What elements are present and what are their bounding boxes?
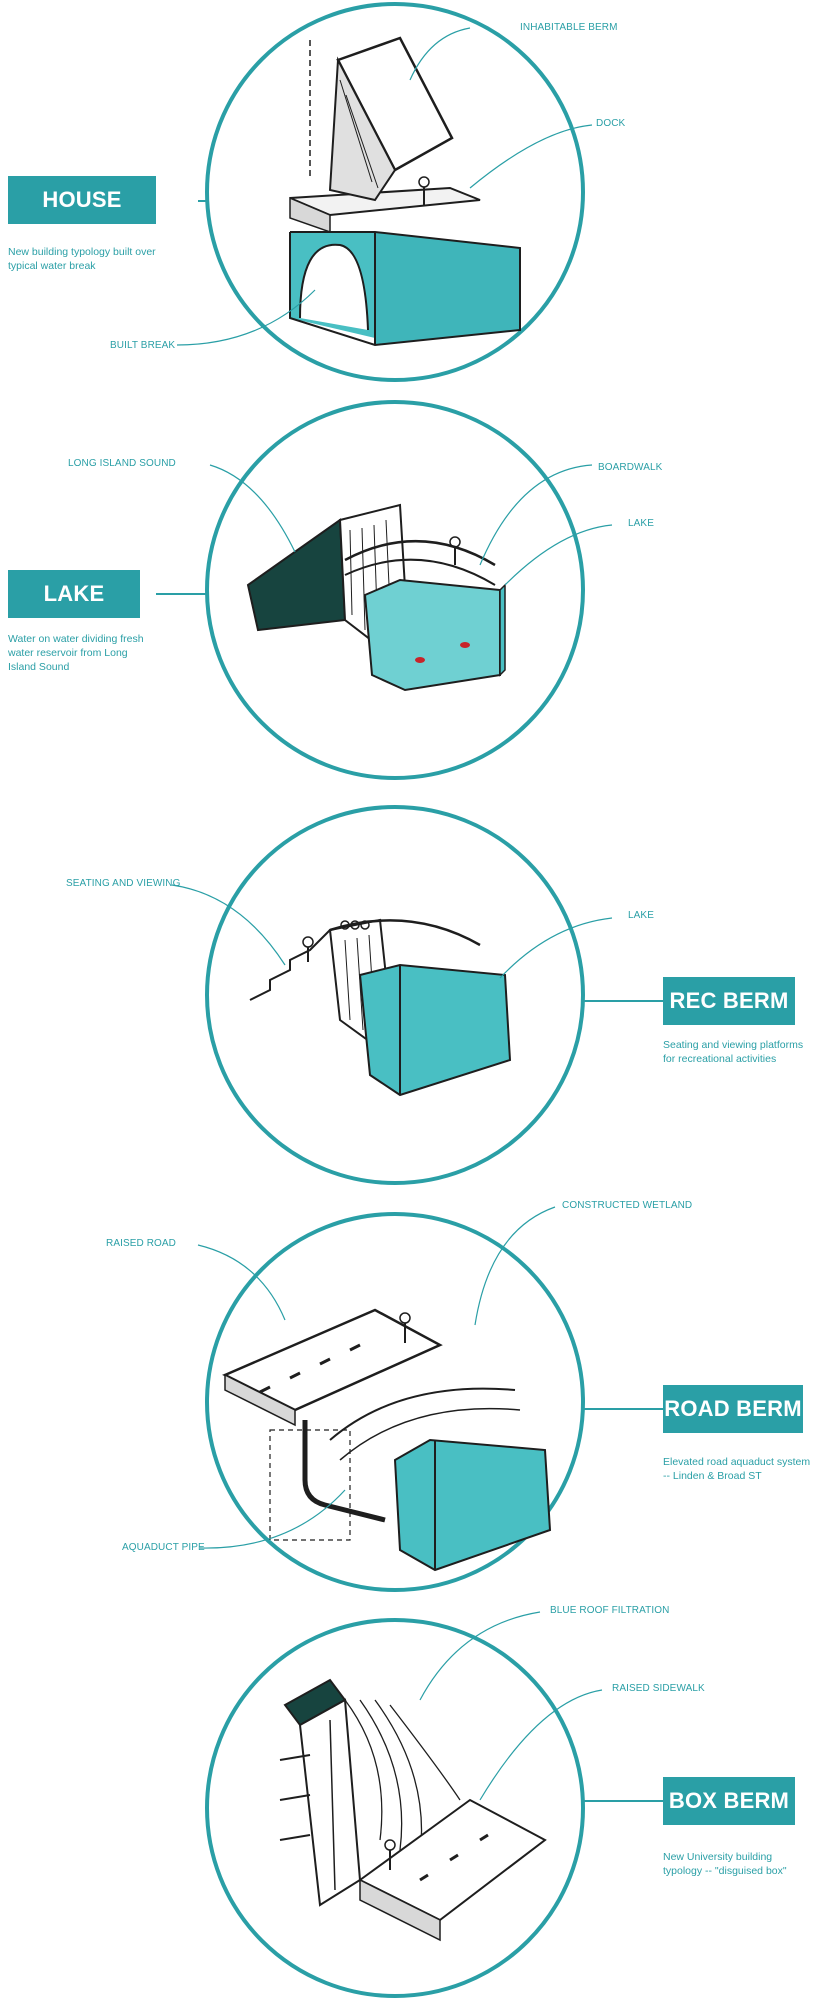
- lake-berm-title: LAKE BERM: [8, 570, 140, 654]
- road-berm-connector: [583, 1408, 663, 1410]
- callout-aquaduct-pipe: AQUADUCT PIPE: [122, 1542, 205, 1553]
- callout-raised-sidewalk: RAISED SIDEWALK: [612, 1683, 705, 1694]
- box-berm-description: New University building typology -- "dis…: [663, 1851, 787, 1877]
- callout-raised-road: RAISED ROAD: [106, 1238, 177, 1249]
- road-berm-title: ROAD BERM: [663, 1385, 803, 1433]
- rec-berm-connector: [583, 1000, 663, 1002]
- callout-inhabitable-berm: INHABITABLE BERM: [520, 22, 618, 33]
- box-berm-circle: [205, 1618, 585, 1998]
- callout-lake-rec: LAKE: [628, 910, 654, 921]
- road-berm-description: Elevated road aquaduct system -- Linden …: [663, 1456, 811, 1482]
- callout-blue-roof-filtration: BLUE ROOF FILTRATION: [550, 1605, 670, 1616]
- callout-boardwalk: BOARDWALK: [598, 462, 663, 473]
- house-berm-description: New building typology built over typical…: [8, 246, 156, 272]
- box-berm-title: BOX BERM: [663, 1777, 795, 1825]
- rec-berm-description: Seating and viewing platforms for recrea…: [663, 1039, 804, 1065]
- callout-built-break: BUILT BREAK: [110, 340, 176, 351]
- box-berm-connector: [583, 1800, 663, 1802]
- lake-berm-connector: [156, 593, 206, 595]
- lake-berm-description: Water on water dividing fresh water rese…: [8, 633, 144, 673]
- callout-seating-and-viewing: SEATING AND VIEWING: [66, 878, 181, 889]
- rec-berm-title: REC BERM: [663, 977, 795, 1025]
- callout-dock: DOCK: [596, 118, 626, 129]
- callout-constructed-wetland: CONSTRUCTED WETLAND: [562, 1200, 693, 1211]
- callout-lake: LAKE: [628, 518, 654, 529]
- house-berm-title: HOUSE BERM: [8, 176, 156, 260]
- house-berm-connector: [198, 200, 208, 202]
- callout-long-island-sound: LONG ISLAND SOUND: [68, 458, 176, 469]
